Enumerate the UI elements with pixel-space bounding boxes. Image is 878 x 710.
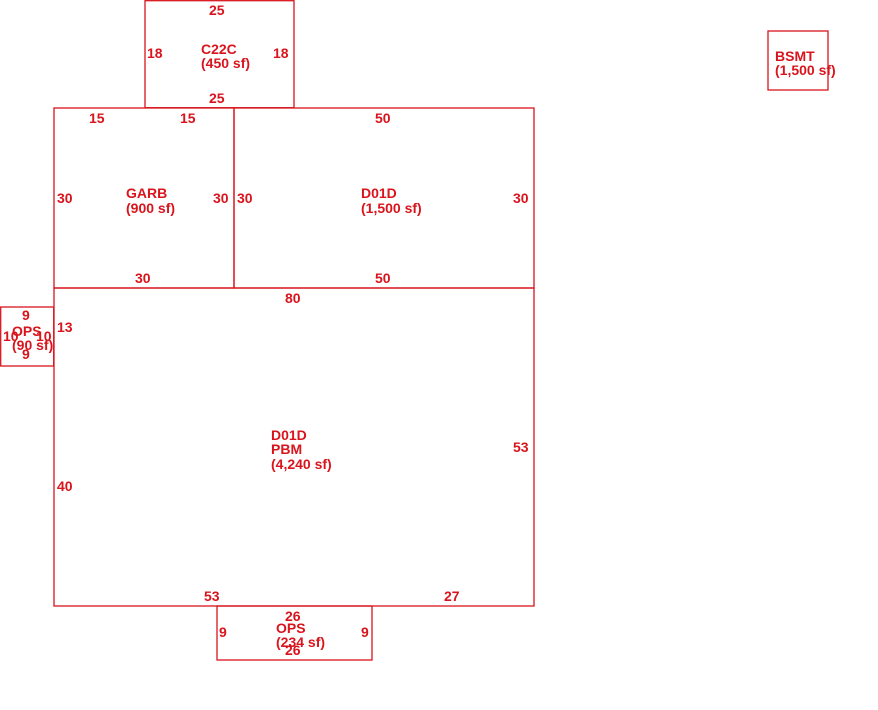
c22c-area: (450 sf) (201, 55, 250, 71)
d01d-upper-dim-right: 30 (513, 190, 529, 206)
ops-bottom-outline (216, 605, 373, 661)
c22c-dim-right: 18 (273, 45, 289, 61)
ops-left-code: OPS (12, 323, 42, 339)
main-dim-left-lower: 40 (57, 478, 73, 494)
garb-dim-right: 30 (213, 190, 229, 206)
ops-bottom-dim-left: 9 (219, 624, 227, 640)
ops-bottom-dim-top: 26 (285, 608, 301, 624)
garb-code: GARB (126, 185, 167, 201)
garb-dim-top-left: 15 (89, 110, 105, 126)
ops-left-area: (90 sf) (12, 337, 53, 353)
c22c-dim-top: 25 (209, 2, 225, 18)
ops-left-dim-top: 9 (22, 307, 30, 323)
c22c-dim-left: 18 (147, 45, 163, 61)
ops-bottom-area: (234 sf) (276, 634, 325, 650)
main-dim-right: 53 (513, 439, 529, 455)
main-dim-left-upper: 13 (57, 319, 73, 335)
d01d-upper-code: D01D (361, 185, 397, 201)
bsmt-outline (767, 30, 829, 91)
garb-area: (900 sf) (126, 200, 175, 216)
d01d-upper-dim-left: 30 (237, 190, 253, 206)
c22c-code: C22C (201, 41, 237, 57)
ops-bottom-dim-bottom: 26 (285, 642, 301, 658)
main-code-2: PBM (271, 441, 302, 457)
d01d-upper-area: (1,500 sf) (361, 200, 422, 216)
ops-left-dim-left: 10 (3, 328, 19, 344)
main-dim-bottom-left: 53 (204, 588, 220, 604)
d01d-upper-dim-top: 50 (375, 110, 391, 126)
bsmt-code: BSMT (775, 48, 815, 64)
garb-dim-bottom: 30 (135, 270, 151, 286)
main-dim-top: 80 (285, 290, 301, 306)
c22c-dim-bottom: 25 (209, 90, 225, 106)
ops-left-dim-bottom: 9 (22, 346, 30, 362)
ops-bottom-dim-right: 9 (361, 624, 369, 640)
garb-dim-left: 30 (57, 190, 73, 206)
ops-left-outline (0, 306, 55, 367)
bsmt-area: (1,500 sf) (775, 62, 836, 78)
main-area: (4,240 sf) (271, 456, 332, 472)
ops-left-dim-right: 10 (36, 328, 52, 344)
d01d-upper-dim-bottom: 50 (375, 270, 391, 286)
main-dim-bottom-right: 27 (444, 588, 460, 604)
ops-bottom-code: OPS (276, 620, 306, 636)
main-code: D01D (271, 427, 307, 443)
garb-dim-top-right: 15 (180, 110, 196, 126)
